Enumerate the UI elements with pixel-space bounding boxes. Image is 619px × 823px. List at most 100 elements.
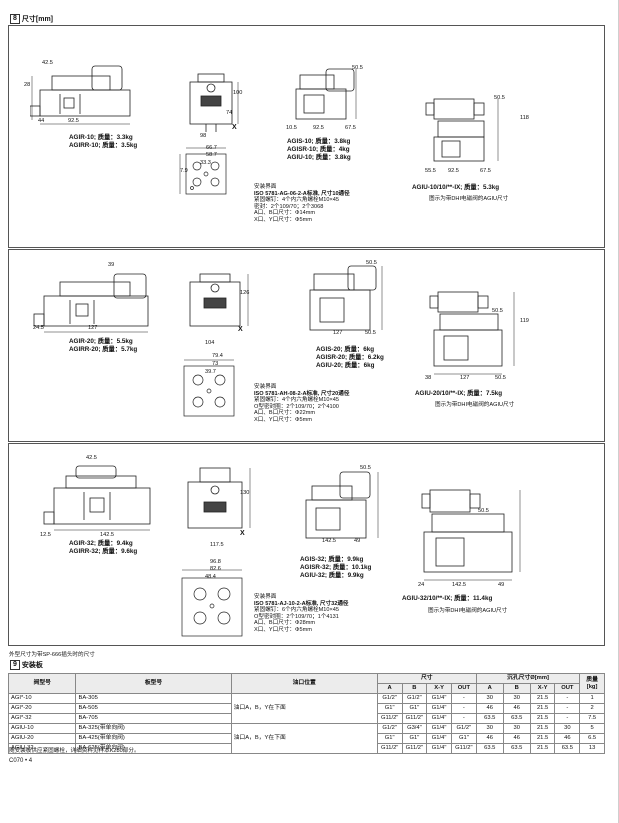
cell: - xyxy=(554,693,581,704)
agiu32-caption: AGIU-32/10/**-IX; 质量：11.4kg xyxy=(402,595,492,603)
cell: 30 xyxy=(475,693,504,704)
agir20-caption-line-0: AGIR-20; 质量：5.5kg xyxy=(69,338,133,345)
cell: 30 xyxy=(502,723,531,734)
agis10-dim-2: 67.5 xyxy=(345,125,356,131)
agir32-caption: AGIR-32; 质量：9.4kg AGIRR-32; 质量：9.6kg xyxy=(69,540,137,556)
cell-port: 油口A，B，Y在下面 xyxy=(230,723,378,754)
cell: G1" xyxy=(401,733,428,744)
cell: G11/2" xyxy=(376,743,403,754)
iface-10-block: 安装界面 ISO 5781-AG-06-2-A标准, 尺寸10通径 紧固螺钉：4… xyxy=(254,184,350,224)
face20-dim-0: 79.4 xyxy=(212,353,223,359)
outline-note: 外型尺寸为带SP-666插头时的尺寸 xyxy=(9,652,95,658)
agiu10-note: 图示为带DHI电磁阀的AGIU尺寸 xyxy=(429,196,509,202)
cell: G1/4" xyxy=(426,693,452,704)
agiu32-note: 图示为带DHI电磁阀的AGIU尺寸 xyxy=(428,608,508,614)
agir10-dim-3: 44 xyxy=(38,118,45,124)
agiu20-dim-2: 38 xyxy=(425,375,432,381)
cell: 63.5 xyxy=(475,713,504,724)
face32-dim-2: 48.4 xyxy=(205,574,216,580)
agiu10-drawing xyxy=(418,85,508,170)
cell: 6.5 xyxy=(579,733,605,744)
agis20-dim-0: 50.5 xyxy=(366,260,377,266)
face10-dim-0: 66.7 xyxy=(206,145,217,151)
agis20-dim-2: 50.5 xyxy=(365,330,376,336)
iface-32-line-1: ISO 5781-AJ-10-2-A标准, 尺寸32通径 xyxy=(254,600,349,607)
iface-32-line-3: O型密封圈：2个109/70；1个4131 xyxy=(254,613,339,620)
mount-face-20-drawing xyxy=(170,352,250,432)
cell: G1" xyxy=(450,733,477,744)
agir20-caption: AGIR-20; 质量：5.5kg AGIRR-20; 质量：5.7kg xyxy=(69,338,137,354)
cell: - xyxy=(554,713,581,724)
cell: 63.5 xyxy=(475,743,504,754)
cell-valve: AGI*-20 xyxy=(7,703,77,714)
cell: G1/4" xyxy=(426,733,452,744)
cell: G11/2" xyxy=(376,713,403,724)
cell: 21.5 xyxy=(529,713,556,724)
iface-10-line-2: 紧固螺钉：4个内六角螺栓M10×45 xyxy=(254,197,340,204)
table-row: AGIU-10 BA-325(带单向阀) 油口A，B，Y在下面 G1/2" G3… xyxy=(7,723,605,754)
agiu20-note: 图示为带DHI电磁阀的AGIU尺寸 xyxy=(435,402,515,408)
agir32-side-drawing xyxy=(40,462,160,532)
cell: 21.5 xyxy=(529,703,556,714)
cell-valve: AGI*-32 xyxy=(7,713,77,724)
agir20-dim-2: 127 xyxy=(88,325,98,331)
agir20-dim-0: 39 xyxy=(108,262,115,268)
agis10-caption-line-1: AGISR-10; 质量：4kg xyxy=(287,146,350,153)
agiu20-drawing xyxy=(418,280,528,380)
iface-20-block: 安装界面 ISO 5781-AH-08-2-A标准, 尺寸20通径 紧固螺钉：4… xyxy=(254,384,349,424)
cell: - xyxy=(450,693,477,704)
agir10-front-port-x: X xyxy=(232,124,237,131)
agir10-dim-1: 28 xyxy=(24,82,31,88)
cell: 46 xyxy=(475,733,504,744)
th-sub-0: A xyxy=(376,683,403,694)
agis32-caption-line-0: AGIS-32; 质量：9.9kg xyxy=(300,556,364,563)
cell: 7.5 xyxy=(579,713,605,724)
agis10-dim-0: 50.5 xyxy=(352,65,363,71)
iface-20-line-4: A口、B口尺寸：Φ22mm xyxy=(254,410,316,417)
cell: G1/2" xyxy=(401,693,428,704)
cell: G1" xyxy=(376,733,403,744)
agis20-dim-1: 127 xyxy=(333,330,343,336)
face20-dim-1: 73 xyxy=(212,361,219,367)
cell: G1" xyxy=(376,703,403,714)
agiu20-dim-3: 127 xyxy=(460,375,470,381)
cell: 13 xyxy=(579,743,605,754)
table-note: 随安装板供应紧固螺栓，详细资料见样本K280部分。 xyxy=(9,748,140,754)
iface-20-line-3: O型密封圈：2个109/70；2个4100 xyxy=(254,403,339,410)
cell-valve: AGI*-10 xyxy=(7,693,77,704)
cell: 21.5 xyxy=(529,733,556,744)
cell: G11/2" xyxy=(401,743,428,754)
cell: 46 xyxy=(475,703,504,714)
agiu20-caption-line: AGIU-20/10/**-IX; 质量：7.5kg xyxy=(415,390,503,397)
iface-10-line-3: 密封：2个109/70；2个3068 xyxy=(254,203,324,210)
cell: 2 xyxy=(579,703,605,714)
mount-face-32-drawing xyxy=(172,562,252,642)
agiu20-caption: AGIU-20/10/**-IX; 质量：7.5kg xyxy=(415,390,502,398)
page-footer: C070 • 4 xyxy=(9,758,33,764)
agir20-dim-1: 24.5 xyxy=(33,325,44,331)
th-port: 油口位置 xyxy=(230,673,378,694)
cell: 30 xyxy=(502,693,531,704)
face32-dim-1: 82.6 xyxy=(210,566,221,572)
cell: - xyxy=(450,713,477,724)
agir32-dim-0: 42.5 xyxy=(86,455,97,461)
agir10-front-dim-0: 98 xyxy=(200,133,207,139)
agis10-caption: AGIS-10; 质量：3.8kg AGISR-10; 质量：4kg AGIU-… xyxy=(287,138,351,162)
agir10-front-dim-1: 100 xyxy=(233,90,243,96)
mounting-plate-table: 阀型号 板型号 油口位置 尺寸 沉孔尺寸Ø[mm] 质量[kg] A B X-Y… xyxy=(7,673,605,754)
cell-valve: AGIU-20 xyxy=(7,733,77,744)
section-8-title: 尺寸[mm] xyxy=(21,16,54,23)
cell: 5 xyxy=(579,723,605,734)
section-9-title: 安装板 xyxy=(21,662,43,669)
table-header-row-1: A B X-Y OUT A B X-Y OUT xyxy=(9,683,605,694)
agiu10-caption-line: AGIU-10/10/**-IX; 质量：5.3kg xyxy=(412,184,500,191)
th-sub-4: A xyxy=(475,683,504,694)
agir32-caption-line-1: AGIRR-32; 质量：9.6kg xyxy=(69,548,138,555)
row-size32-frame xyxy=(8,443,605,646)
th-sub-5: B xyxy=(502,683,531,694)
cell: G1/4" xyxy=(426,703,452,714)
agir32-front-dim-0: 117.5 xyxy=(210,542,224,548)
cell: 63.5 xyxy=(502,713,531,724)
agir20-caption-line-1: AGIRR-20; 质量：5.7kg xyxy=(69,346,138,353)
agir10-front-drawing xyxy=(176,70,246,135)
